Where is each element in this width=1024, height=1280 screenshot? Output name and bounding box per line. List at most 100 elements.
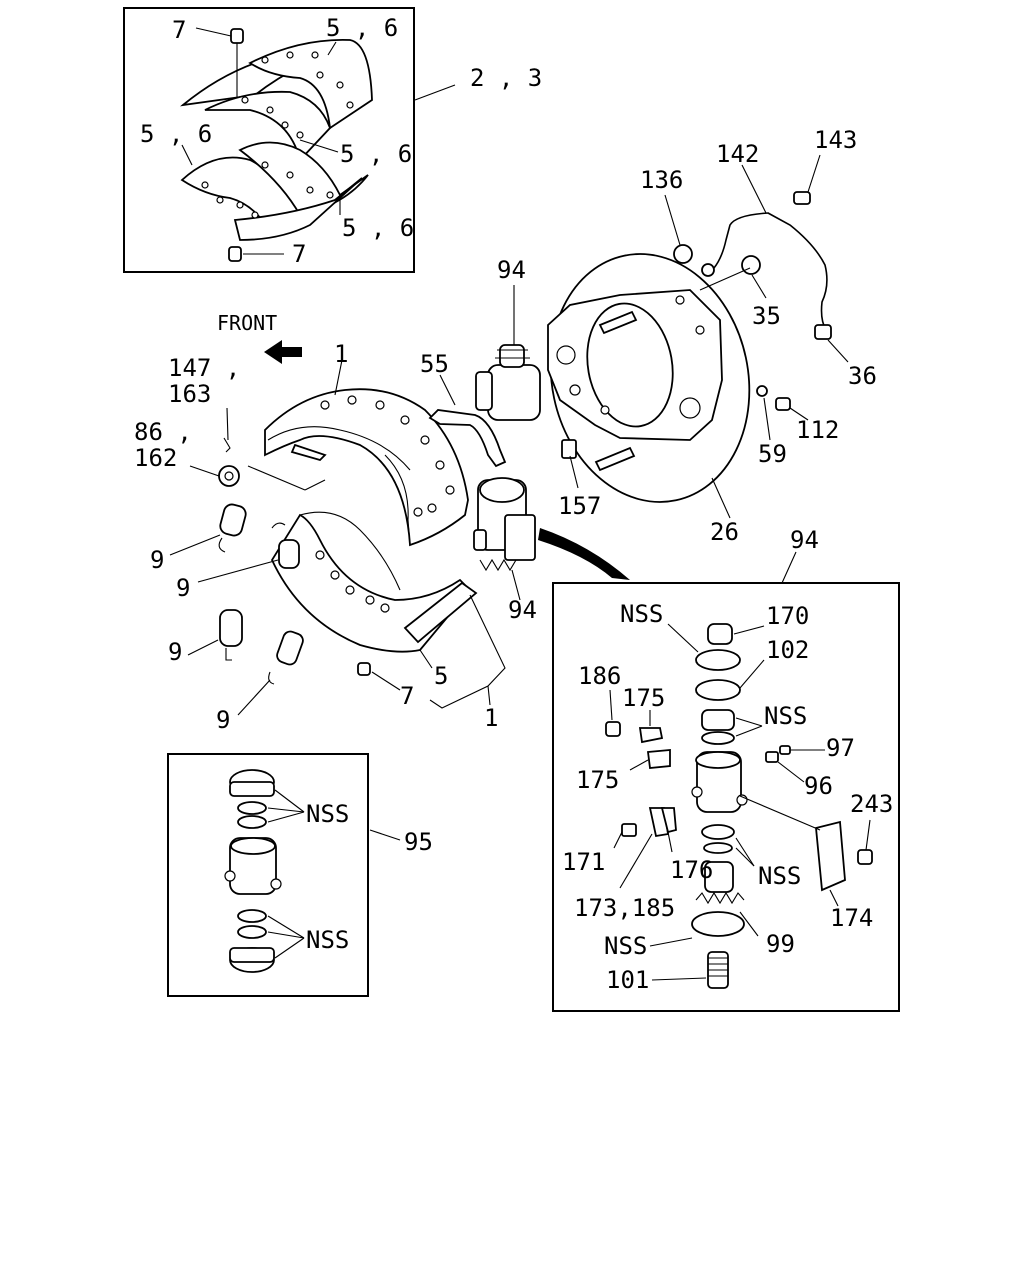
link-rod-55 [428, 409, 507, 468]
label-1-bot: 1 [484, 704, 498, 732]
label-171: 171 [562, 848, 605, 876]
label-nss-c: NSS [758, 862, 801, 890]
label-243: 243 [850, 790, 893, 818]
shield-174 [815, 820, 846, 892]
boot-nss-lower [691, 911, 745, 937]
clip-176 [660, 807, 677, 834]
label-157: 157 [558, 492, 601, 520]
label-96: 96 [804, 772, 833, 800]
piston-lower [704, 861, 734, 893]
label-136: 136 [640, 166, 683, 194]
lower-shoe-holes [315, 550, 390, 613]
label-176: 176 [670, 856, 713, 884]
lower-shoe-lining-strip [403, 581, 478, 644]
label-7-top: 7 [172, 16, 186, 44]
upper-shoe-holes [320, 395, 455, 517]
spring-a [219, 503, 247, 537]
lower-brake-shoe [270, 513, 472, 653]
rivet-top [230, 28, 244, 44]
label-112: 112 [796, 416, 839, 444]
label-9-c: 9 [168, 638, 182, 666]
backing-plate [547, 253, 751, 503]
bolt-157 [561, 439, 577, 459]
upper-brake-shoe [264, 388, 469, 547]
label-95: 95 [404, 828, 433, 856]
label-99: 99 [766, 930, 795, 958]
label-55: 55 [420, 350, 449, 378]
label-5: 5 [434, 662, 448, 690]
label-94-mid: 94 [508, 596, 537, 624]
label-36: 36 [848, 362, 877, 390]
plate-175-a [638, 727, 664, 744]
piston-cap-170 [707, 623, 733, 645]
clip-pin [223, 437, 231, 453]
label-175-b: 175 [576, 766, 619, 794]
label-5-6-top: 5 , 6 [326, 14, 398, 42]
label-59: 59 [758, 440, 787, 468]
bolt-143 [793, 191, 811, 205]
label-97: 97 [826, 734, 855, 762]
brake-pipe-142 [713, 212, 828, 331]
label-86: 86 , [134, 418, 192, 446]
label-nss-f: NSS [306, 926, 349, 954]
lining-upper-right [248, 38, 373, 130]
shoe-web-tab [290, 443, 327, 462]
bolt-112 [775, 397, 791, 411]
label-1-top: 1 [334, 340, 348, 368]
spring-b [278, 539, 300, 569]
brake-shoe-assembly [247, 388, 478, 653]
label-102: 102 [766, 636, 809, 664]
fitting-left [701, 263, 715, 277]
label-5-6-mid: 5 , 6 [340, 140, 412, 168]
nut-136 [673, 244, 693, 264]
front-arrow-icon [264, 340, 302, 364]
lining-inset-frame [123, 7, 415, 273]
label-143: 143 [814, 126, 857, 154]
spring-c [219, 609, 243, 647]
label-nss-b: NSS [764, 702, 807, 730]
union-35 [741, 255, 761, 275]
bolt-171 [621, 823, 637, 837]
bolt-lower [594, 446, 636, 472]
lining-lower-right [238, 141, 369, 217]
label-174: 174 [830, 904, 873, 932]
label-5-6-low: 5 , 6 [342, 214, 414, 242]
label-173-185: 173,185 [574, 894, 675, 922]
label-147: 147 , [168, 354, 240, 382]
front-label: FRONT [217, 311, 277, 335]
label-7-bot: 7 [400, 682, 414, 710]
cylinder-kit-frame [167, 753, 369, 997]
label-9-d: 9 [216, 706, 230, 734]
wheel-cylinder-upper [475, 344, 541, 421]
lining-lower-strip [233, 177, 363, 241]
wheel-cylinder-lower [473, 477, 536, 572]
lining-rivet-holes [201, 51, 354, 219]
spring-d [276, 630, 304, 666]
cylinder-upper-body [487, 364, 541, 421]
fitting-36 [814, 324, 832, 340]
label-101: 101 [606, 966, 649, 994]
label-170: 170 [766, 602, 809, 630]
detail-arrow-icon [538, 528, 630, 580]
label-9-b: 9 [176, 574, 190, 602]
rivet-bottom-main [357, 662, 371, 676]
label-94-top: 94 [497, 256, 526, 284]
bolt-upper [598, 310, 638, 335]
label-nss-d: NSS [604, 932, 647, 960]
boot-seal [695, 649, 741, 671]
bleeder-screw-96 [765, 751, 779, 763]
lining-upper-body [204, 90, 332, 162]
lining-inset: 7 5 , 6 2 , 3 5 , 6 5 , 6 5 , 6 7 [123, 7, 542, 273]
washer-59 [756, 385, 768, 397]
label-162: 162 [134, 444, 177, 472]
label-9-a: 9 [150, 546, 164, 574]
plate-175-b [646, 749, 671, 769]
backing-plate-center-hole [586, 302, 674, 428]
label-nss-a: NSS [620, 600, 663, 628]
label-5-6-left: 5 , 6 [140, 120, 212, 148]
bolt-243 [857, 849, 873, 865]
label-2-3: 2 , 3 [470, 64, 542, 92]
bolt-186 [605, 721, 621, 737]
label-94-box: 94 [790, 526, 819, 554]
